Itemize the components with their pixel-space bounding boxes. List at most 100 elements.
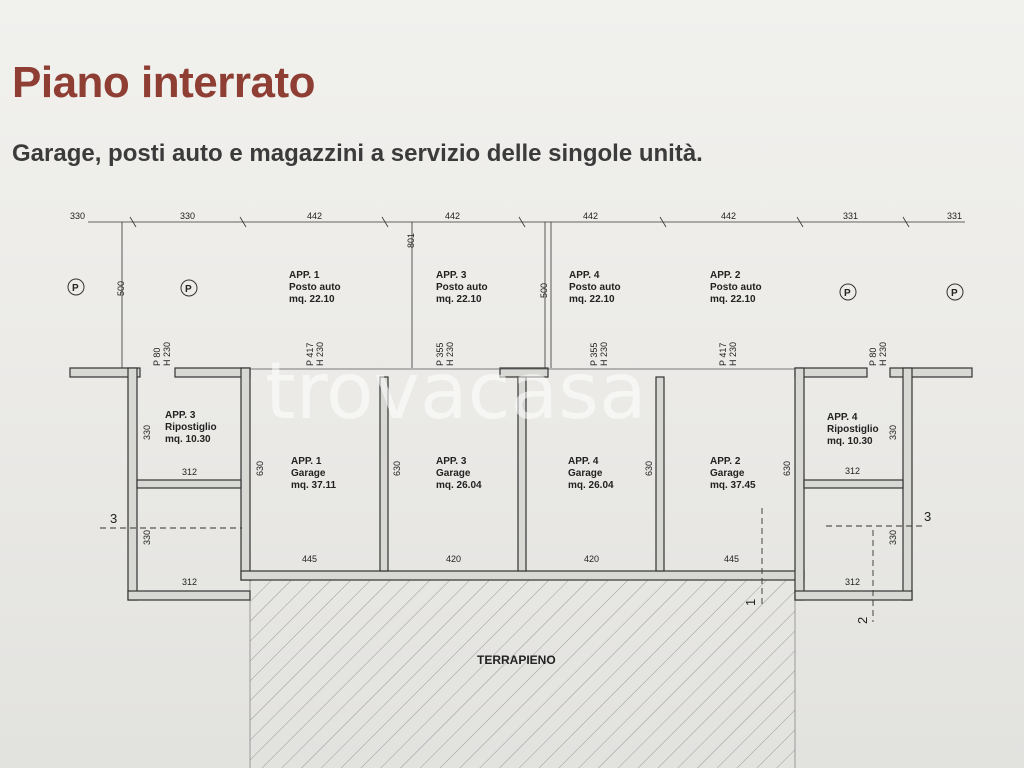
dim-630-b: 630 [392,461,402,476]
terrapieno-label: TERRAPIENO [477,653,556,667]
svg-text:APP. 3: APP. 3 [436,456,467,467]
svg-text:Posto auto: Posto auto [289,282,341,293]
svg-text:APP. 2: APP. 2 [710,456,741,467]
svg-text:Ripostiglio: Ripostiglio [165,422,217,433]
parking-symbol-2: P [180,279,198,297]
svg-text:Ripostiglio: Ripostiglio [827,424,879,435]
door-garage-a-h: H 230 [315,342,325,366]
dim-312-right-top: 312 [845,466,860,476]
walls [69,367,973,601]
dim-420-a: 420 [446,554,461,564]
svg-text:Garage: Garage [710,468,745,479]
door-garage-b-p: P 355 [435,343,445,366]
svg-text:APP. 2: APP. 2 [710,270,741,281]
door-garage-b-h: H 230 [445,342,455,366]
door-small-right-h: H 230 [878,342,888,366]
parking-space-app2: APP. 2 Posto auto mq. 22.10 [710,270,762,305]
svg-text:APP. 1: APP. 1 [289,270,320,281]
dim-330-a: 330 [70,211,85,221]
top-dimension-line [88,216,965,368]
vdim-mid-b: 500 [539,283,549,298]
dim-312-left-bottom: 312 [182,577,197,587]
dim-330-b: 330 [180,211,195,221]
svg-text:APP. 4: APP. 4 [827,412,858,423]
parking-space-app4: APP. 4 Posto auto mq. 22.10 [569,270,621,305]
garage-app1: APP. 1 Garage mq. 37.11 [291,456,336,491]
svg-text:mq. 22.10: mq. 22.10 [436,294,482,305]
door-small-left-h: H 230 [162,342,172,366]
page-title: Piano interrato [12,58,316,107]
dim-330-right-bottom: 330 [888,530,898,545]
dim-330-right-top: 330 [888,425,898,440]
dim-630-c: 630 [644,461,654,476]
door-small-left-p: P 80 [152,348,162,366]
dim-330-left-bottom: 330 [142,530,152,545]
parking-space-app1: APP. 1 Posto auto mq. 22.10 [289,270,341,305]
dim-630-a: 630 [255,461,265,476]
dim-445-a: 445 [302,554,317,564]
door-small-right-p: P 80 [868,348,878,366]
vdim-left: 500 [116,281,126,296]
svg-text:Posto auto: Posto auto [710,282,762,293]
svg-text:Posto auto: Posto auto [569,282,621,293]
svg-text:mq. 22.10: mq. 22.10 [289,294,335,305]
terrapieno-hatch [249,579,796,768]
svg-text:mq. 22.10: mq. 22.10 [569,294,615,305]
dim-312-right-bottom: 312 [845,577,860,587]
dim-630-d: 630 [782,461,792,476]
door-garage-d-p: P 417 [718,343,728,366]
door-garage-d-h: H 230 [728,342,738,366]
section-mark-2: 2 [855,617,870,624]
door-garage-c-p: P 355 [589,343,599,366]
svg-text:Posto auto: Posto auto [436,282,488,293]
dim-442-d: 442 [721,211,736,221]
parking-symbol-3: P [839,283,857,301]
svg-text:Garage: Garage [436,468,471,479]
section-mark-3-right: 3 [924,509,931,524]
parking-space-app3: APP. 3 Posto auto mq. 22.10 [436,270,488,305]
dim-442-c: 442 [583,211,598,221]
vdim-mid-a: 801 [406,233,416,248]
svg-text:APP. 3: APP. 3 [436,270,467,281]
svg-text:Garage: Garage [568,468,603,479]
svg-text:mq. 10.30: mq. 10.30 [827,436,873,447]
dim-331-a: 331 [843,211,858,221]
parking-symbol-1: P [67,278,85,296]
dim-330-left-top: 330 [142,425,152,440]
watermark-logo: trovacasa [265,347,647,437]
garage-app3: APP. 3 Garage mq. 26.04 [436,456,482,491]
storage-room-app3: APP. 3 Ripostiglio mq. 10.30 [165,410,217,445]
parking-symbol-4: P [946,283,964,301]
section-mark-3-left: 3 [110,511,117,526]
svg-text:mq. 26.04: mq. 26.04 [568,480,614,491]
section-mark-1: 1 [743,599,758,606]
svg-text:P: P [844,288,851,299]
svg-text:APP. 4: APP. 4 [569,270,600,281]
garage-app4: APP. 4 Garage mq. 26.04 [568,456,614,491]
svg-text:P: P [951,288,958,299]
garage-app2: APP. 2 Garage mq. 37.45 [710,456,756,491]
dim-331-b: 331 [947,211,962,221]
svg-text:mq. 37.11: mq. 37.11 [291,480,336,491]
svg-text:mq. 26.04: mq. 26.04 [436,480,482,491]
svg-text:Garage: Garage [291,468,326,479]
storage-room-app4: APP. 4 Ripostiglio mq. 10.30 [827,412,879,447]
page-subtitle: Garage, posti auto e magazzini a servizi… [12,140,703,167]
svg-text:APP. 3: APP. 3 [165,410,196,421]
section-lines [100,508,922,622]
svg-text:P: P [72,283,79,294]
dim-442-a: 442 [307,211,322,221]
svg-text:APP. 1: APP. 1 [291,456,322,467]
svg-text:mq. 10.30: mq. 10.30 [165,434,211,445]
svg-text:APP. 4: APP. 4 [568,456,599,467]
dim-420-b: 420 [584,554,599,564]
dim-445-b: 445 [724,554,739,564]
door-garage-c-h: H 230 [599,342,609,366]
dim-312-left-top: 312 [182,467,197,477]
svg-text:P: P [185,284,192,295]
svg-text:mq. 37.45: mq. 37.45 [710,480,756,491]
svg-text:mq. 22.10: mq. 22.10 [710,294,756,305]
door-garage-a-p: P 417 [305,343,315,366]
